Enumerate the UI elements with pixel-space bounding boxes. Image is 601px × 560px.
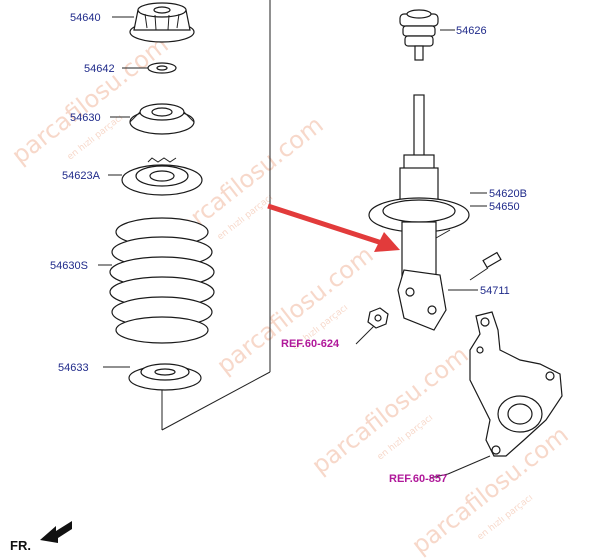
label-54630S: 54630S [50, 260, 88, 272]
ref-60-624[interactable]: REF.60-624 [281, 338, 340, 350]
watermark-brand-4: parcafilosu.com [306, 341, 473, 480]
label-54650: 54650 [489, 201, 520, 213]
strut-assembly-54650 [368, 94, 470, 331]
bump-stop-54626 [399, 9, 439, 61]
ref-60-857[interactable]: REF.60-857 [389, 473, 447, 485]
spring-seat-54623A [121, 157, 203, 196]
label-54620B: 54620B [489, 188, 527, 200]
group-bracket [161, 0, 271, 431]
coil-spring-54630S [109, 217, 215, 344]
red-pointer-arrow [267, 203, 400, 252]
label-54623A: 54623A [62, 170, 101, 182]
watermark-brand-3: parcafilosu.com [211, 241, 378, 380]
label-54630: 54630 [70, 112, 101, 124]
lower-pad-54633 [128, 363, 202, 391]
watermark-brand-1: parcafilosu.com [6, 31, 173, 170]
front-arrow-icon [40, 521, 72, 543]
label-54633: 54633 [58, 362, 89, 374]
label-54642: 54642 [84, 63, 115, 75]
top-mount-54640 [129, 2, 195, 43]
washer-54642 [147, 62, 177, 74]
front-direction-indicator: FR. [10, 521, 72, 553]
fr-label: FR. [10, 538, 31, 553]
nut [367, 307, 389, 329]
bolt-54711 [469, 251, 502, 281]
label-54640: 54640 [70, 12, 101, 24]
bearing-54630 [129, 103, 195, 135]
steering-knuckle [469, 311, 563, 457]
label-54626: 54626 [456, 25, 487, 37]
label-54711: 54711 [480, 285, 510, 297]
